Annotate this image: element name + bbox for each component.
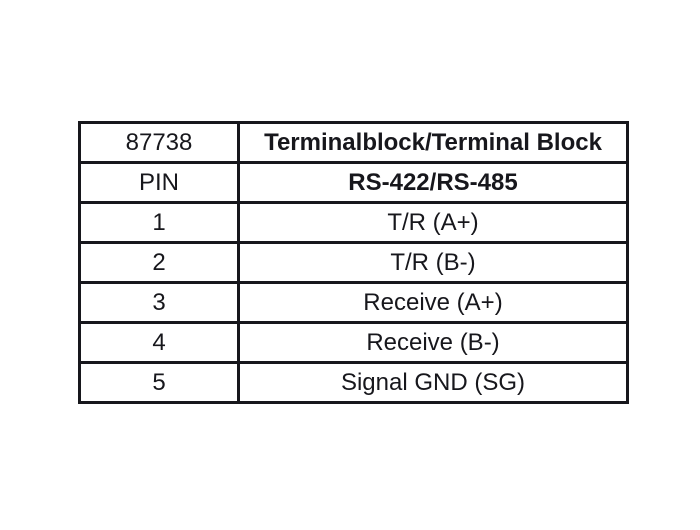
signal-name-cell: Receive (A+) (237, 281, 629, 324)
pin-number-cell: 1 (78, 201, 240, 244)
table-row: 5 Signal GND (SG) (78, 361, 629, 404)
table-row-product: 87738 Terminalblock/Terminal Block (78, 121, 629, 164)
connector-label-cell: Terminalblock/Terminal Block (237, 121, 629, 164)
pin-assignment-table: 87738 Terminalblock/Terminal Block PIN R… (78, 121, 629, 404)
signal-name-cell: T/R (A+) (237, 201, 629, 244)
table-row: 4 Receive (B-) (78, 321, 629, 364)
interface-label-cell: RS-422/RS-485 (237, 161, 629, 204)
table-row: 2 T/R (B-) (78, 241, 629, 284)
table-row: 3 Receive (A+) (78, 281, 629, 324)
signal-name-cell: Signal GND (SG) (237, 361, 629, 404)
signal-name-cell: Receive (B-) (237, 321, 629, 364)
table-row: 1 T/R (A+) (78, 201, 629, 244)
product-id-cell: 87738 (78, 121, 240, 164)
pin-column-header-cell: PIN (78, 161, 240, 204)
table-row-header: PIN RS-422/RS-485 (78, 161, 629, 204)
pin-number-cell: 2 (78, 241, 240, 284)
pin-number-cell: 5 (78, 361, 240, 404)
pin-number-cell: 4 (78, 321, 240, 364)
pin-number-cell: 3 (78, 281, 240, 324)
signal-name-cell: T/R (B-) (237, 241, 629, 284)
